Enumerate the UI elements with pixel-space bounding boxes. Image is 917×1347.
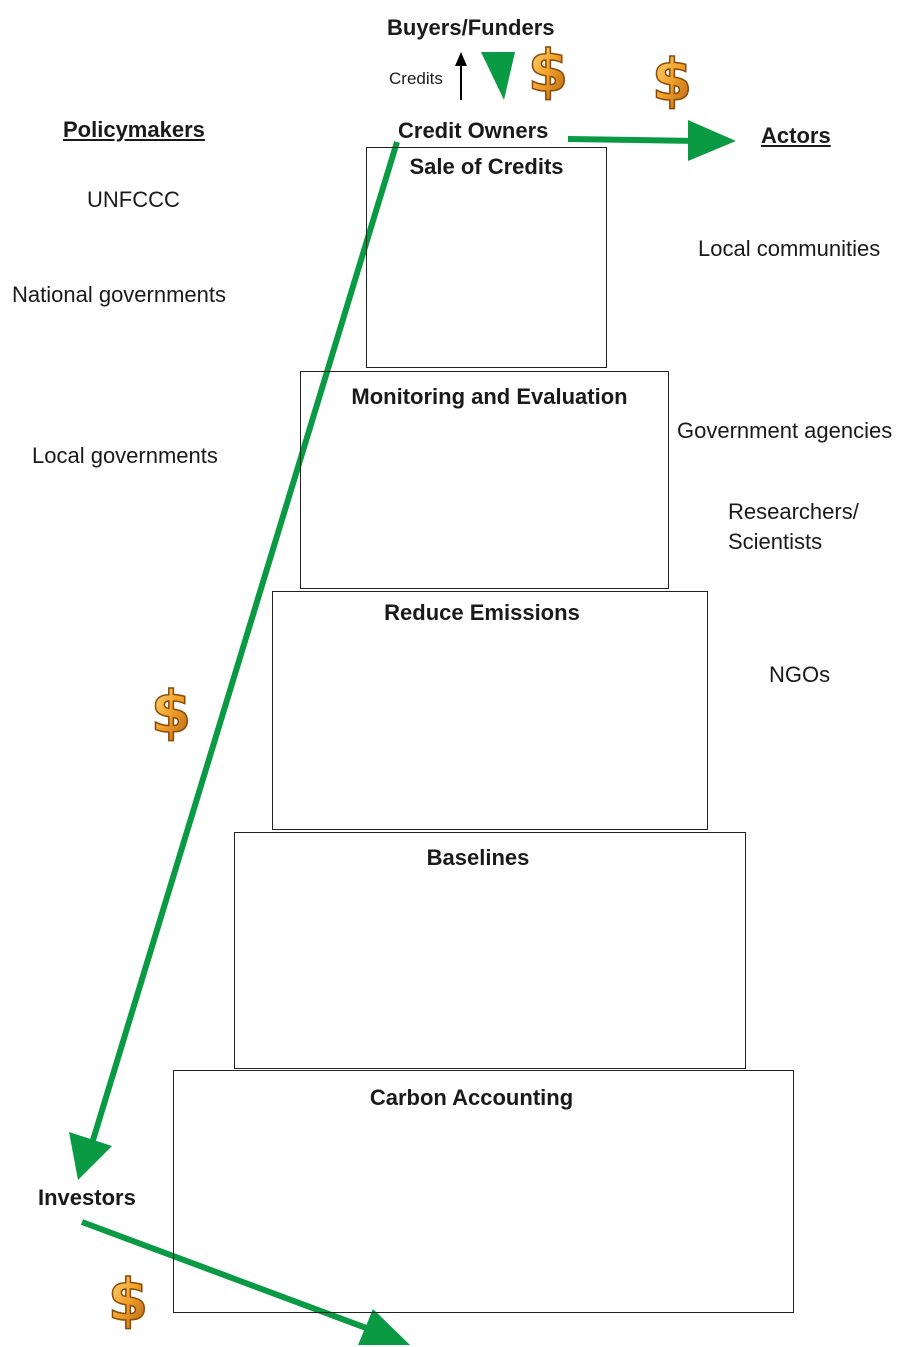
level-carbon-accounting: Carbon Accounting	[173, 1070, 794, 1313]
dollar-icon: $	[651, 45, 693, 115]
level-title: Baselines	[426, 845, 530, 870]
level-baselines: Baselines	[234, 832, 746, 1069]
policymaker-unfccc: UNFCCC	[87, 187, 180, 212]
actor-ngos: NGOs	[769, 662, 831, 687]
investors-label: Investors	[38, 1185, 136, 1210]
owners-to-actors-arrow	[567, 136, 699, 144]
owners-to-investors-arrow-head-icon	[69, 1132, 112, 1180]
level-title: Monitoring and Evaluation	[351, 384, 628, 409]
owners-to-investors-arrow	[87, 141, 400, 1151]
dollar-icon: $	[150, 677, 192, 747]
svg-text:$: $	[528, 37, 568, 105]
credits-up-arrow-head-icon	[455, 52, 467, 66]
funds-down-arrow-head-icon	[481, 52, 515, 100]
actor-scientists: Scientists	[728, 529, 823, 554]
level-title: Sale of Credits	[409, 154, 564, 179]
owners-to-actors-arrow-head-icon	[688, 120, 736, 161]
credits-label: Credits	[389, 69, 443, 88]
svg-text:$: $	[108, 1266, 148, 1334]
investors-to-accounting-arrow	[80, 1219, 387, 1338]
policymakers-heading: Policymakers	[63, 117, 205, 142]
level-monitoring-evaluation: Monitoring and Evaluation	[300, 371, 669, 589]
investors-to-accounting-arrow-head-icon	[358, 1309, 410, 1345]
svg-text:$: $	[151, 678, 191, 746]
level-sale-of-credits: Sale of Credits	[366, 147, 607, 368]
buyers-funders-label: Buyers/Funders	[387, 15, 555, 40]
actor-researchers: Researchers/	[728, 499, 859, 524]
dollar-icon: $	[527, 36, 569, 106]
svg-text:$: $	[652, 46, 692, 114]
level-title: Reduce Emissions	[384, 600, 580, 625]
credit-owners-label: Credit Owners	[398, 118, 549, 143]
actor-local-communities: Local communities	[698, 236, 881, 261]
policymaker-national-governments: National governments	[12, 282, 227, 307]
policymaker-local-governments: Local governments	[32, 443, 218, 468]
actors-heading: Actors	[761, 123, 831, 148]
actor-government-agencies: Government agencies	[677, 418, 893, 443]
dollar-icon: $	[107, 1265, 149, 1335]
level-reduce-emissions: Reduce Emissions	[272, 591, 708, 830]
level-title: Carbon Accounting	[369, 1085, 574, 1110]
